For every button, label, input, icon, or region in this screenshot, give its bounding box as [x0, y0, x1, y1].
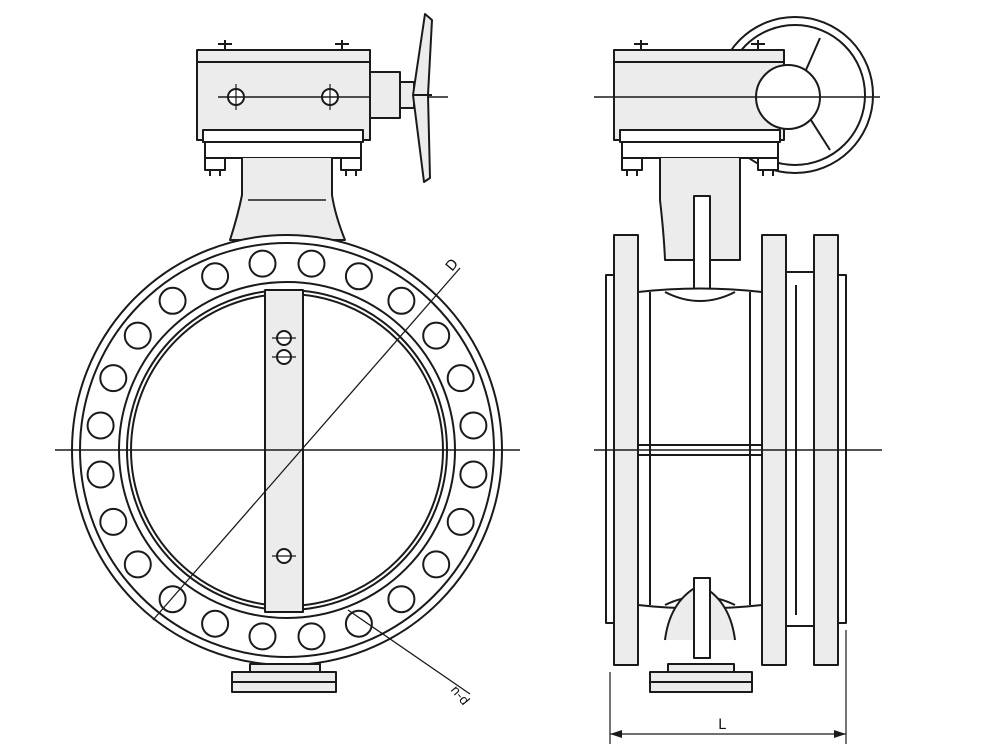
bolt-hole	[86, 460, 115, 489]
bolt-hole-label: n-d	[447, 683, 472, 709]
diameter-label: D	[443, 256, 462, 275]
bolt-hole	[99, 364, 128, 393]
bolt-hole	[422, 321, 451, 350]
front-gearbox	[196, 13, 448, 183]
bolt-hole	[123, 550, 152, 579]
bolt-hole	[459, 460, 488, 489]
side-body	[637, 287, 763, 610]
bolt-hole	[99, 507, 128, 536]
bolt-hole	[387, 585, 416, 614]
bolt-hole	[123, 321, 152, 350]
bolt-hole	[446, 507, 475, 536]
length-label: L	[718, 717, 726, 733]
diameter-dimension-line	[152, 267, 461, 621]
side-gearbox	[594, 40, 880, 176]
front-view: D n-d	[55, 13, 520, 709]
bolt-hole-leader-line	[347, 609, 471, 695]
front-neck	[229, 158, 346, 241]
bolt-hole	[297, 622, 326, 651]
bolt-hole	[201, 609, 230, 638]
front-bolt-holes	[86, 249, 488, 651]
bolt-hole	[344, 262, 373, 291]
bolt-hole	[201, 262, 230, 291]
bolt-hole	[344, 609, 373, 638]
bolt-hole	[248, 249, 277, 278]
bolt-hole	[387, 286, 416, 315]
bolt-hole	[158, 286, 187, 315]
side-view: L	[594, 16, 882, 744]
bolt-hole	[86, 411, 115, 440]
front-handwheel	[412, 13, 433, 183]
bolt-hole	[248, 622, 277, 651]
bolt-hole	[446, 364, 475, 393]
bolt-hole	[459, 411, 488, 440]
bolt-hole	[297, 249, 326, 278]
bolt-hole	[422, 550, 451, 579]
